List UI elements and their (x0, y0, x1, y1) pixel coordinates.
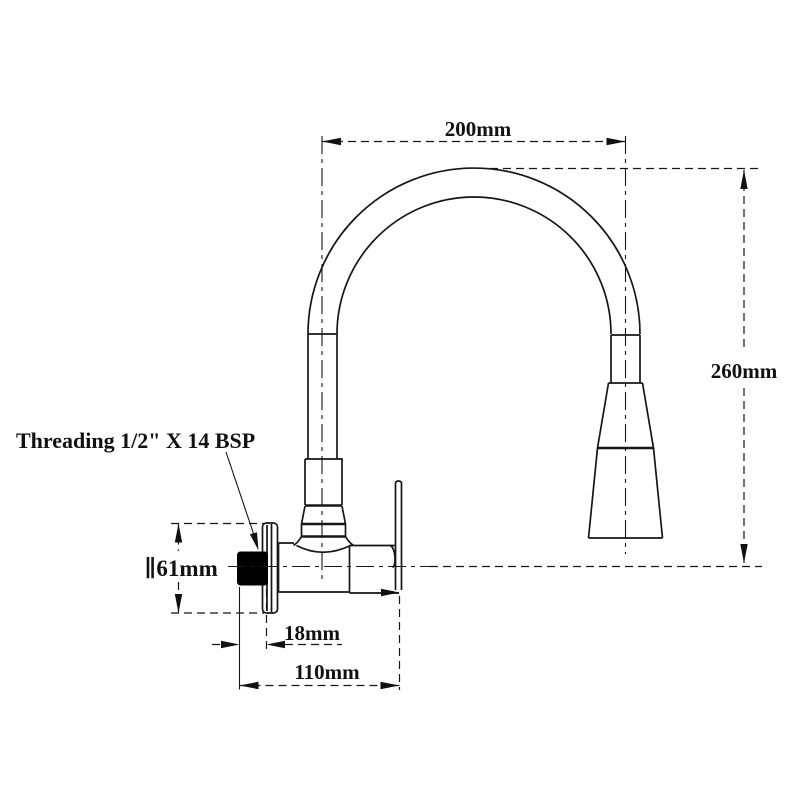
gooseneck-spout (307, 167, 641, 336)
body-end-arrow (381, 588, 400, 597)
dim-61-arrow-bottom (174, 594, 183, 613)
dim-110-label: 110mm (294, 660, 360, 684)
spray-pipe (610, 335, 641, 383)
spray-cone (587, 447, 664, 539)
valve-section (349, 544, 399, 594)
handle-fillet (389, 544, 396, 569)
dimension-18mm: 18mm (212, 587, 342, 690)
nut-band-sides (300, 524, 347, 537)
handle-lever (394, 480, 403, 590)
dimension-200mm: 200mm (322, 117, 626, 146)
dimension-110mm: 110mm (239, 596, 401, 690)
centerlines (228, 136, 627, 580)
dimension-61mm: ∥61mm (144, 522, 264, 614)
leader-note-label: Threading 1/2" X 14 BSP (16, 428, 255, 453)
gooseneck-inner-arc (336, 196, 612, 335)
dome-joint (293, 536, 354, 547)
dim-260-label: 260mm (711, 359, 778, 383)
wall-mount (237, 522, 279, 614)
dome-joint-inner-arc (296, 544, 351, 554)
dim-260-arrow-top (740, 170, 748, 189)
threading-leader-note: Threading 1/2" X 14 BSP (16, 428, 259, 551)
leader-arrow (249, 532, 259, 551)
dim-200-arrow-right (606, 137, 626, 146)
gooseneck-outer-arc (307, 167, 641, 335)
leader-line (225, 451, 255, 536)
spray-neck (596, 382, 655, 449)
connector-box (304, 458, 343, 505)
dimension-260mm: 260mm (430, 167, 778, 568)
dim-260-arrow-bottom (740, 544, 748, 563)
dim-200-arrow-left (322, 137, 341, 146)
dim-61-label: ∥61mm (144, 556, 218, 581)
dim-200-label: 200mm (445, 117, 512, 141)
body-tube (277, 542, 350, 593)
dim-61-arrow-top (174, 523, 183, 543)
dim-110-arrow-left (239, 681, 259, 690)
dim-18-arrow-left (221, 640, 240, 649)
connector-flare (300, 505, 347, 525)
dim-18-label: 18mm (284, 621, 340, 645)
dim-18-arrow-right (266, 640, 285, 649)
dim-110-arrow-right (380, 681, 400, 690)
handle-blade (394, 480, 403, 590)
riser-pipe (293, 334, 354, 554)
faucet-body (277, 542, 400, 597)
thread-block (237, 551, 268, 586)
